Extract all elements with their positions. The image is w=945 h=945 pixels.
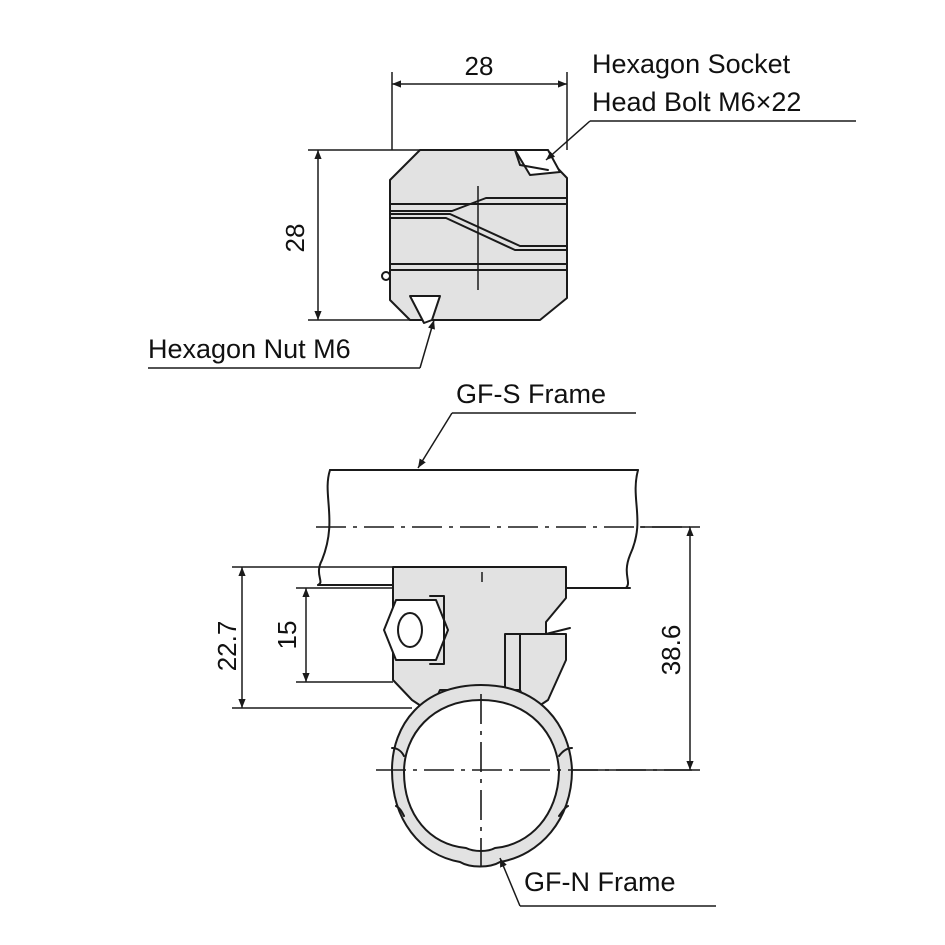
gf-n-label: GF-N Frame	[524, 867, 676, 897]
dim-15: 15	[272, 587, 393, 683]
nut-leader: Hexagon Nut M6	[148, 319, 435, 369]
dim-22-7-value: 22.7	[212, 621, 242, 672]
dim-top-width-value: 28	[465, 51, 494, 81]
dim-top-height-value: 28	[280, 224, 310, 253]
dim-top-width: 28	[391, 51, 568, 150]
dim-15-value: 15	[272, 621, 302, 650]
bolt-leader: Hexagon Socket Head Bolt M6×22	[545, 49, 856, 161]
bolt-label-line2: Head Bolt M6×22	[592, 87, 801, 117]
nut-label: Hexagon Nut M6	[148, 334, 351, 364]
gf-n-frame: GF-N Frame	[376, 684, 716, 907]
joint-side-view	[383, 566, 571, 713]
dim-22-7: 22.7	[212, 566, 412, 709]
bolt-label-line1: Hexagon Socket	[592, 49, 791, 79]
gf-s-label: GF-S Frame	[456, 379, 606, 409]
split-line	[389, 197, 568, 212]
dim-38-6-value: 38.6	[656, 625, 686, 676]
dim-top-height: 28	[280, 149, 420, 321]
gf-s-frame: GF-S Frame	[316, 379, 690, 589]
joint-top-view	[381, 149, 568, 324]
dim-38-6: 38.6	[572, 526, 700, 771]
